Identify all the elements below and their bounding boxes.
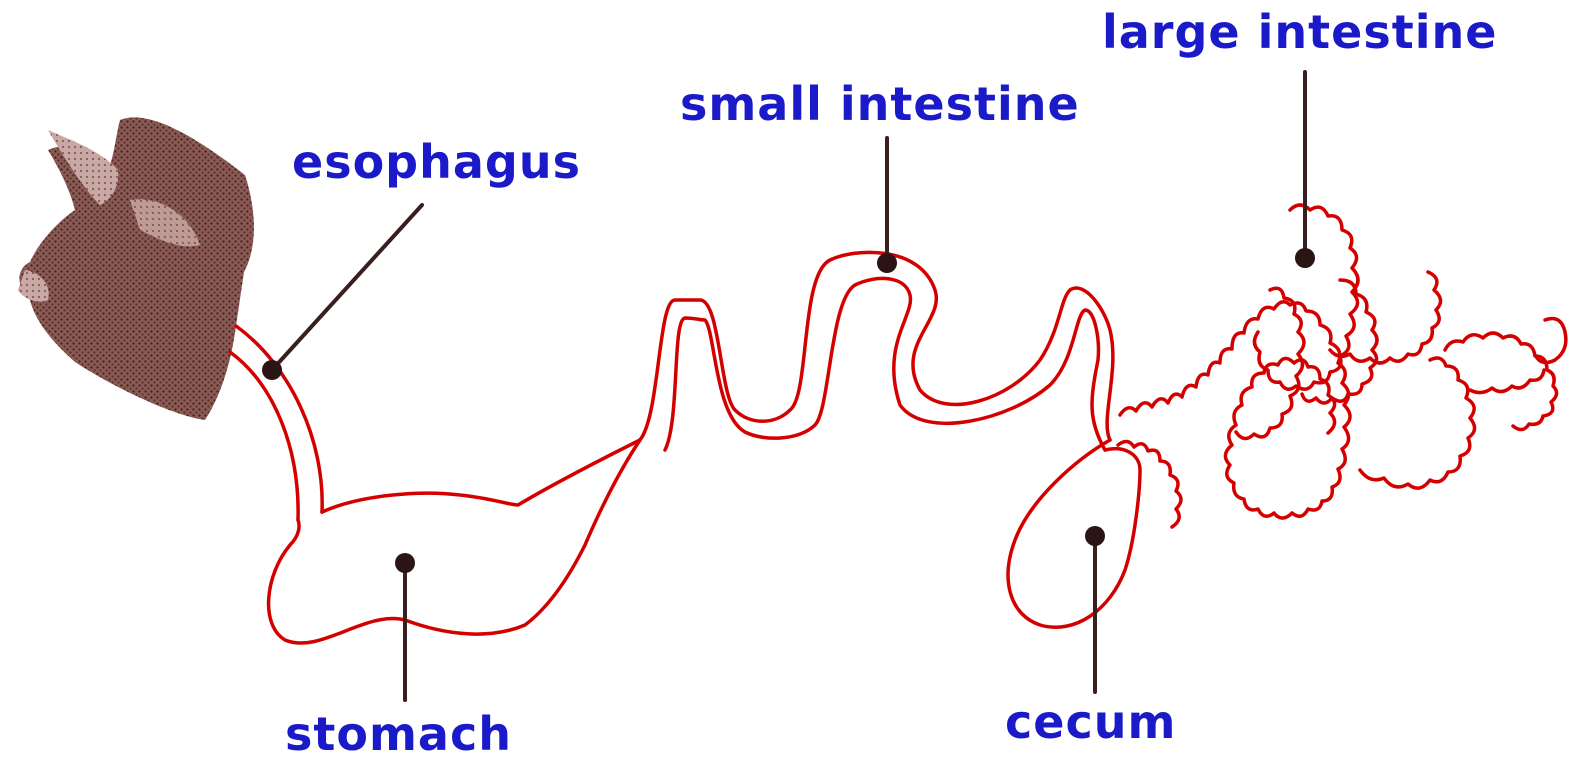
label-cecum: cecum <box>1005 695 1176 749</box>
cecum-outline <box>1008 440 1140 627</box>
label-stomach: stomach <box>285 707 512 761</box>
cecum-pointer <box>1085 526 1105 692</box>
stomach-outline <box>269 440 640 643</box>
stomach-pointer <box>395 553 415 700</box>
esophagus-pointer <box>262 205 422 380</box>
esophagus-outline <box>230 326 322 520</box>
animal-head-icon <box>18 117 254 420</box>
label-esophagus: esophagus <box>292 135 581 189</box>
label-large-intestine: large intestine <box>1102 5 1497 59</box>
label-small-intestine: small intestine <box>680 77 1080 131</box>
small-intestine-outline <box>640 252 1113 450</box>
large-intestine-outline <box>1118 205 1566 527</box>
large-intestine-pointer <box>1295 72 1315 268</box>
